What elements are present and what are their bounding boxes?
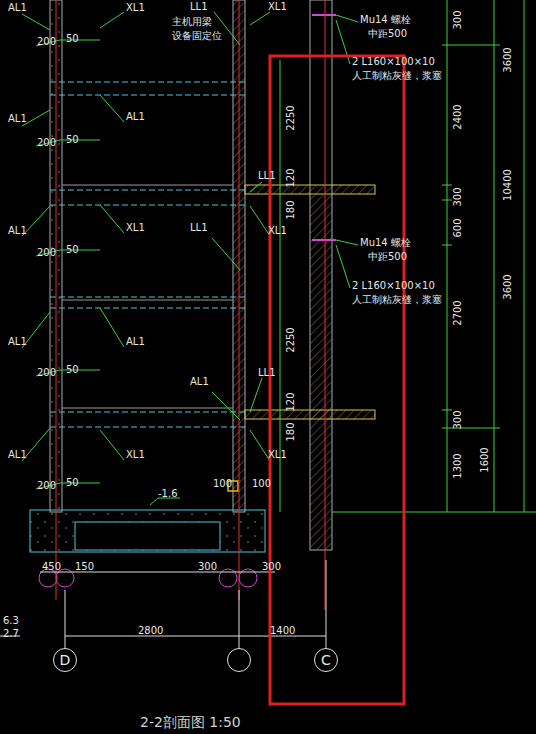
drawing-label: 450 [42, 561, 61, 572]
axis-letter: C [321, 652, 331, 668]
drawing-label: 中距500 [368, 28, 407, 39]
drawing-label: AL1 [126, 111, 145, 122]
drawing-label: 200 [37, 247, 56, 258]
drawing-label: 50 [66, 33, 79, 44]
drawing-label: 600 [452, 218, 463, 237]
drawing-label: 180 [285, 200, 296, 219]
drawing-label: 50 [66, 134, 79, 145]
drawing-label: Mu14 螺栓 [360, 14, 411, 25]
drawing-label: 300 [452, 410, 463, 429]
drawing-label: 3600 [502, 274, 513, 299]
drawing-label: -1.6 [158, 488, 178, 499]
drawing-label: 2 L160×100×10 [352, 280, 435, 291]
drawing-label: 10400 [502, 169, 513, 201]
drawing-label: 120 [285, 392, 296, 411]
drawing-label: 人工制粘灰缝，浆塞 [352, 70, 442, 81]
drawing-label: 中距500 [368, 251, 407, 262]
drawing-label: 人工制粘灰缝，浆塞 [352, 294, 442, 305]
drawing-label: 设备固定位 [172, 30, 222, 41]
drawing-label: 300 [198, 561, 217, 572]
drawing-label: 2250 [285, 105, 296, 130]
drawing-label: 100 [213, 478, 232, 489]
drawing-label: 2800 [138, 625, 163, 636]
grid-axis-marker: C [314, 648, 338, 672]
drawing-label: 3600 [502, 47, 513, 72]
drawing-label: 150 [75, 561, 94, 572]
drawing-label: 2 L160×100×10 [352, 56, 435, 67]
drawing-label: 2400 [452, 104, 463, 129]
drawing-label: AL1 [190, 376, 209, 387]
drawing-label: XL1 [268, 1, 287, 12]
drawing-label: LL1 [258, 367, 276, 378]
drawing-label: 200 [37, 367, 56, 378]
drawing-label: LL1 [258, 170, 276, 181]
axis-letter: D [60, 652, 71, 668]
drawing-label: 50 [66, 477, 79, 488]
drawing-caption: 2-2剖面图 1:50 [140, 714, 241, 732]
drawing-label: XL1 [126, 222, 145, 233]
grid-axis-marker [227, 648, 251, 672]
drawing-label: 50 [66, 244, 79, 255]
drawing-label: 300 [262, 561, 281, 572]
drawing-label: 200 [37, 137, 56, 148]
drawing-label: XL1 [126, 2, 145, 13]
drawing-label: 1600 [479, 447, 490, 472]
drawing-label: 300 [452, 10, 463, 29]
drawing-label: 100 [252, 478, 271, 489]
drawing-label: Mu14 螺栓 [360, 237, 411, 248]
drawing-label: 1400 [270, 625, 295, 636]
drawing-label: 50 [66, 364, 79, 375]
drawing-label: 200 [37, 480, 56, 491]
drawing-label: LL1 [190, 222, 208, 233]
drawing-label: 300 [452, 187, 463, 206]
drawing-label: 180 [285, 422, 296, 441]
drawing-label: 120 [285, 168, 296, 187]
drawing-label: AL1 [126, 336, 145, 347]
grid-axis-marker: D [53, 648, 77, 672]
drawing-label: AL1 [8, 449, 27, 460]
drawing-label: 1300 [452, 453, 463, 478]
drawing-label: 200 [37, 36, 56, 47]
drawing-label: XL1 [268, 225, 287, 236]
drawing-label: AL1 [8, 113, 27, 124]
drawing-label: 6.3 [3, 615, 19, 626]
drawing-label: 2.7 [3, 628, 19, 639]
drawing-label: LL1 [190, 1, 208, 12]
drawing-label: AL1 [8, 336, 27, 347]
drawing-label: 2250 [285, 327, 296, 352]
drawing-label: 2700 [452, 300, 463, 325]
drawing-label: XL1 [126, 449, 145, 460]
drawing-label: AL1 [8, 225, 27, 236]
drawing-label: AL1 [8, 2, 27, 13]
drawing-label: 主机用梁 [172, 16, 212, 27]
drawing-label: XL1 [268, 449, 287, 460]
